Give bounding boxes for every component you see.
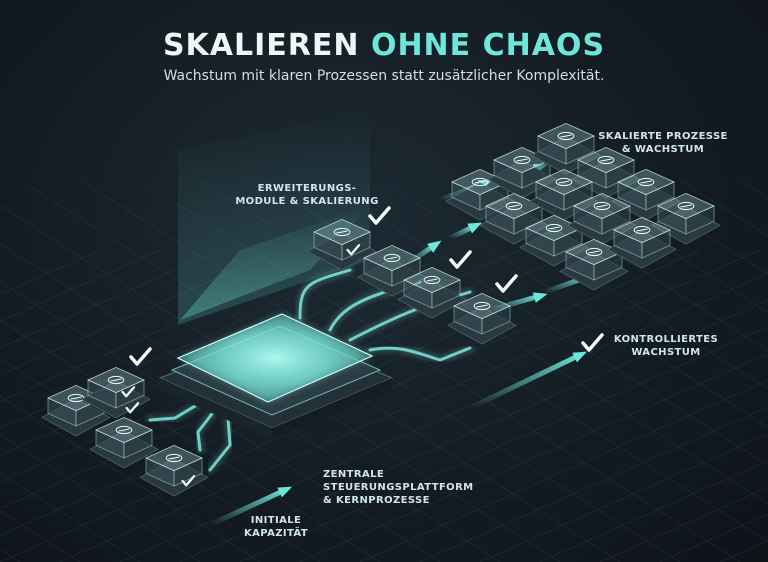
check-icon bbox=[370, 208, 389, 223]
check-icon bbox=[583, 335, 602, 350]
label-controlled-growth: KONTROLLIERTES WACHSTUM bbox=[606, 333, 726, 359]
label-scaled-processes: SKALIERTE PROZESSE & WACHSTUM bbox=[598, 130, 728, 156]
label-initial-line-2: KAPAZITÄT bbox=[236, 527, 316, 540]
label-central-platform: ZENTRALE STEUERUNGSPLATTFORM & KERNPROZE… bbox=[323, 468, 483, 507]
label-scaled-line-2: & WACHSTUM bbox=[598, 143, 728, 156]
arrow-icon bbox=[470, 352, 587, 408]
label-controlled-line-1: KONTROLLIERTES bbox=[606, 333, 726, 346]
label-expansion-line-2: MODULE & SKALIERUNG bbox=[232, 195, 382, 208]
label-expansion-line-1: ERWEITERUNGS- bbox=[232, 182, 382, 195]
title-main: SKALIEREN bbox=[163, 28, 360, 63]
check-icon bbox=[497, 276, 516, 291]
label-expansion-modules: ERWEITERUNGS- MODULE & SKALIERUNG bbox=[232, 182, 382, 208]
label-initial-line-1: INITIALE bbox=[236, 514, 316, 527]
check-icon bbox=[451, 252, 470, 267]
arrow-icon bbox=[450, 223, 482, 238]
label-central-line-3: & KERNPROZESSE bbox=[323, 494, 483, 507]
page-title: SKALIEREN OHNE CHAOS bbox=[0, 28, 768, 63]
label-initial-capacity: INITIALE KAPAZITÄT bbox=[236, 514, 316, 540]
module-cubes bbox=[42, 123, 720, 496]
title-accent: OHNE CHAOS bbox=[371, 28, 605, 63]
label-central-line-2: STEUERUNGSPLATTFORM bbox=[323, 481, 483, 494]
label-scaled-line-1: SKALIERTE PROZESSE bbox=[598, 130, 728, 143]
label-central-line-1: ZENTRALE bbox=[323, 468, 483, 481]
check-icon bbox=[131, 349, 150, 364]
page-subtitle: Wachstum mit klaren Prozessen statt zusä… bbox=[0, 68, 768, 84]
label-controlled-line-2: WACHSTUM bbox=[606, 346, 726, 359]
